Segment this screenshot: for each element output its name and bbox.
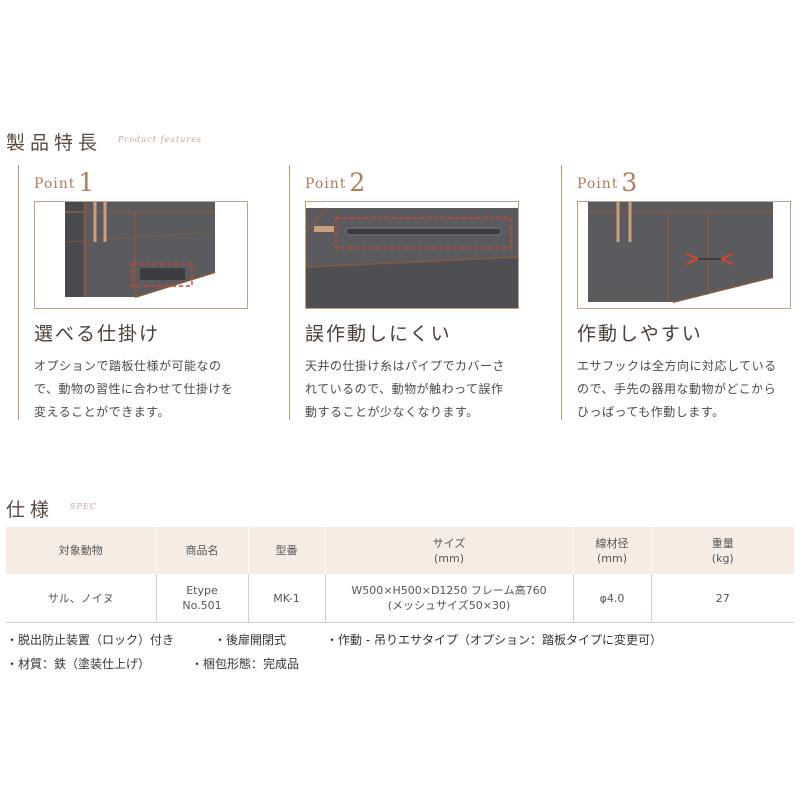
spec-note: ・作動 - 吊りエサタイプ（オプション：踏板タイプに変更可）	[326, 633, 662, 647]
point-title: 選べる仕掛け	[34, 323, 161, 345]
point-title: 作動しやすい	[577, 323, 703, 345]
table-cell: φ4.0	[573, 574, 652, 623]
point-description: 天井の仕掛け糸はパイプでカバーさ れているので、動物が触わって誤作 動することが…	[305, 359, 506, 419]
point-number: 1	[78, 168, 96, 197]
table-cell: 27	[651, 574, 794, 623]
table-cell: MK-1	[248, 574, 326, 623]
point-divider	[561, 165, 562, 420]
spec-note: ・脱出防止装置（ロック）付き	[6, 633, 175, 647]
spec-note: ・後扉開閉式	[214, 633, 287, 647]
point-label-text: Point	[305, 176, 347, 192]
table-cell: サル、ノイヌ	[6, 574, 157, 623]
spec-note: ・材質：鉄（塗装仕上げ）	[6, 657, 151, 671]
spec-note: ・梱包形態：完成品	[191, 657, 300, 671]
spec-heading: 仕様	[6, 499, 55, 521]
point-description: エサフックは全方向に対応している ので、手先の器用な動物がどこから ひっぱっても…	[577, 359, 777, 419]
table-cell: Etype No.501	[156, 574, 249, 623]
point-title: 誤作動しにくい	[305, 323, 452, 345]
point-label-text: Point	[34, 176, 76, 192]
point-description: オプションで踏板仕様が可能なの で、動物の習性に合わせて仕掛けを 変えることがで…	[34, 359, 234, 419]
table-header: 商品名	[156, 527, 249, 574]
table-header-row: 対象動物 商品名 型番 サイズ (mm) 線材径 (mm) 重量 (kg)	[6, 527, 794, 574]
point-divider	[289, 165, 290, 420]
table-header: 対象動物	[6, 527, 157, 574]
spec-table: 対象動物 商品名 型番 サイズ (mm) 線材径 (mm) 重量 (kg) サル…	[6, 527, 794, 623]
point-number: 3	[621, 168, 639, 197]
table-header: 重量 (kg)	[651, 527, 794, 574]
point-divider	[18, 165, 19, 420]
point-photo-2	[305, 201, 519, 309]
table-header: 線材径 (mm)	[573, 527, 652, 574]
point-photo-1	[34, 201, 248, 309]
features-heading-en: Product features	[118, 135, 203, 144]
spec-heading-en: SPEC	[70, 502, 97, 511]
table-cell: W500×H500×D1250 フレーム高760 (メッシュサイズ50×30)	[325, 574, 574, 623]
table-header: サイズ (mm)	[325, 527, 574, 574]
point-number: 2	[349, 168, 367, 197]
features-heading: 製品特長	[6, 132, 103, 154]
table-header: 型番	[248, 527, 326, 574]
point-label-text: Point	[577, 176, 619, 192]
point-photo-3	[577, 201, 791, 309]
table-row: サル、ノイヌ Etype No.501 MK-1 W500×H500×D1250…	[6, 574, 794, 623]
